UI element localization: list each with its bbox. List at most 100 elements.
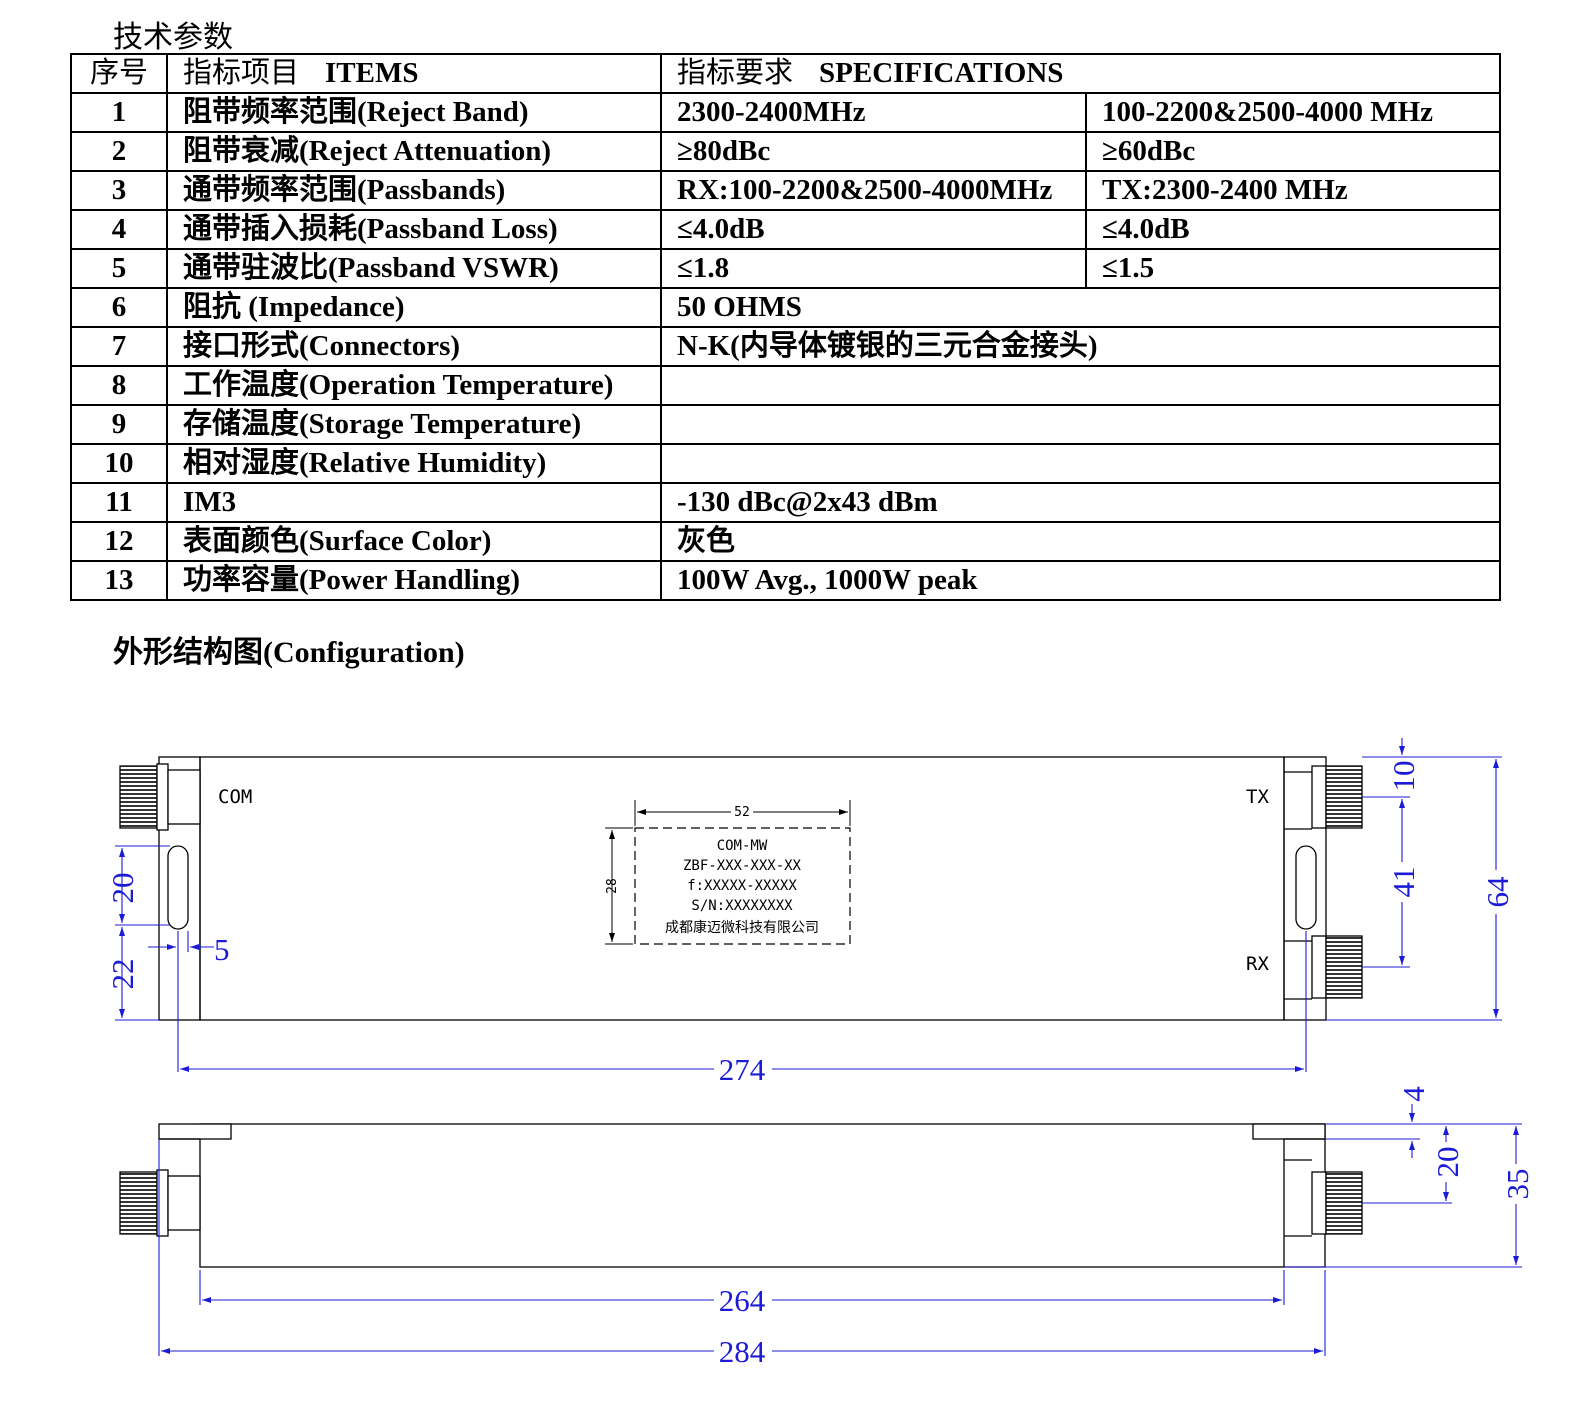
- dim-4: 4: [1396, 1086, 1431, 1102]
- side-com-connector-icon: [119, 1169, 201, 1237]
- product-label: 52 28 COM-MW ZBF-XXX-XXX-XX f:XXXXX-XXXX…: [605, 800, 851, 945]
- row-item: 阻带频率范围(Reject Band): [166, 92, 662, 133]
- table-row: 5 通带驻波比(Passband VSWR) ≤1.8 ≤1.5: [70, 248, 1502, 289]
- dim-20-side: 20: [1430, 1147, 1465, 1178]
- row-spec: [659, 404, 1502, 445]
- row-spec-b: 100-2200&2500-4000 MHz: [1084, 92, 1502, 133]
- side-port-connector-icon: [1311, 1171, 1363, 1235]
- dim-22: 22: [105, 959, 140, 990]
- table-row: 13 功率容量(Power Handling) 100W Avg., 1000W…: [70, 560, 1502, 601]
- table-row: 6 阻抗 (Impedance) 50 OHMS: [70, 287, 1502, 328]
- right-mounting-slot: [1295, 845, 1317, 930]
- dim-64: 64: [1480, 876, 1515, 908]
- dim-264: 264: [719, 1283, 766, 1318]
- dim-41: 41: [1386, 867, 1421, 898]
- table-row: 11 IM3 -130 dBc@2x43 dBm: [70, 482, 1502, 523]
- table-row: 2 阻带衰减(Reject Attenuation) ≥80dBc ≥60dBc: [70, 131, 1502, 172]
- top-view-dimensions: [115, 738, 1502, 1072]
- label-line-2: ZBF-XXX-XXX-XX: [683, 858, 802, 874]
- header-items-en: ITEMS: [325, 57, 419, 89]
- row-spec: 100W Avg., 1000W peak: [659, 560, 1502, 601]
- row-no: 7: [70, 326, 168, 367]
- dim-10: 10: [1386, 761, 1421, 792]
- dim-284: 284: [719, 1334, 766, 1369]
- port-com-label: COM: [218, 786, 252, 808]
- row-no: 6: [70, 287, 168, 328]
- row-spec-a: ≥80dBc: [660, 131, 1087, 172]
- header-items-cn: 指标项目: [183, 57, 300, 89]
- com-connector-icon: [119, 763, 201, 831]
- row-item: 功率容量(Power Handling): [166, 560, 662, 601]
- rx-connector-icon: [1311, 935, 1363, 999]
- row-item: 通带驻波比(Passband VSWR): [166, 248, 662, 289]
- header-no: 序号: [70, 53, 168, 94]
- table-row: 10 相对湿度(Relative Humidity): [70, 443, 1502, 484]
- row-spec-a: ≤4.0dB: [660, 209, 1087, 250]
- row-spec-a: ≤1.8: [660, 248, 1087, 289]
- dim-35: 35: [1500, 1169, 1535, 1200]
- row-no: 3: [70, 170, 168, 211]
- row-no: 4: [70, 209, 168, 250]
- row-item: 阻抗 (Impedance): [166, 287, 662, 328]
- section-title: 技术参数: [113, 21, 233, 54]
- label-line-1: COM-MW: [717, 838, 768, 854]
- right-mounting-flange: [1283, 756, 1327, 1021]
- row-item: 通带插入损耗(Passband Loss): [166, 209, 662, 250]
- row-spec: 灰色: [659, 521, 1502, 562]
- label-line-5: 成都康迈微科技有限公司: [665, 919, 819, 936]
- top-view: [158, 756, 1327, 1021]
- row-no: 2: [70, 131, 168, 172]
- side-view: [158, 1123, 1326, 1268]
- port-tx-label: TX: [1246, 786, 1269, 808]
- label-width-dim: 52: [734, 805, 750, 820]
- dim-274: 274: [719, 1052, 766, 1087]
- row-item: 相对湿度(Relative Humidity): [166, 443, 662, 484]
- row-item: 接口形式(Connectors): [166, 326, 662, 367]
- header-specs-cn: 指标要求: [677, 57, 794, 89]
- right-flange-profile: [1252, 1123, 1326, 1140]
- table-row: 7 接口形式(Connectors) N-K(内导体镀银的三元合金接头): [70, 326, 1502, 367]
- port-rx-label: RX: [1246, 953, 1269, 975]
- row-no: 1: [70, 92, 168, 133]
- left-mounting-flange: [158, 756, 201, 1021]
- label-line-4: S/N:XXXXXXXX: [691, 898, 793, 914]
- table-row: 4 通带插入损耗(Passband Loss) ≤4.0dB ≤4.0dB: [70, 209, 1502, 250]
- row-spec-b: ≤1.5: [1084, 248, 1502, 289]
- header-items: 指标项目 ITEMS: [166, 53, 662, 94]
- table-row: 3 通带频率范围(Passbands) RX:100-2200&2500-400…: [70, 170, 1502, 211]
- label-height-dim: 28: [605, 878, 620, 894]
- table-header-row: 序号 指标项目 ITEMS 指标要求 SPECIFICATIONS: [70, 53, 1502, 94]
- row-spec: [659, 365, 1502, 406]
- row-spec: 50 OHMS: [659, 287, 1502, 328]
- dim-5: 5: [214, 932, 230, 967]
- row-item: 表面颜色(Surface Color): [166, 521, 662, 562]
- tx-connector-icon: [1311, 765, 1363, 829]
- row-item: 工作温度(Operation Temperature): [166, 365, 662, 406]
- side-view-body: [199, 1123, 1326, 1268]
- row-no: 12: [70, 521, 168, 562]
- row-spec: [659, 443, 1502, 484]
- row-spec-a: 2300-2400MHz: [660, 92, 1087, 133]
- spec-table: 序号 指标项目 ITEMS 指标要求 SPECIFICATIONS 1 阻带频率范围…: [70, 53, 1502, 601]
- table-row: 8 工作温度(Operation Temperature): [70, 365, 1502, 406]
- configuration-title: 外形结构图(Configuration): [113, 636, 465, 669]
- row-no: 10: [70, 443, 168, 484]
- row-item: 存储温度(Storage Temperature): [166, 404, 662, 445]
- left-mounting-slot: [167, 845, 189, 930]
- table-row: 12 表面颜色(Surface Color) 灰色: [70, 521, 1502, 562]
- row-no: 13: [70, 560, 168, 601]
- table-row: 9 存储温度(Storage Temperature): [70, 404, 1502, 445]
- row-spec-b: ≥60dBc: [1084, 131, 1502, 172]
- row-no: 5: [70, 248, 168, 289]
- row-no: 11: [70, 482, 168, 523]
- row-spec: -130 dBc@2x43 dBm: [659, 482, 1502, 523]
- header-specs-en: SPECIFICATIONS: [819, 57, 1064, 89]
- row-spec-a: RX:100-2200&2500-4000MHz: [660, 170, 1087, 211]
- row-no: 8: [70, 365, 168, 406]
- row-item: IM3: [166, 482, 662, 523]
- row-item: 通带频率范围(Passbands): [166, 170, 662, 211]
- row-spec-b: ≤4.0dB: [1084, 209, 1502, 250]
- left-flange-profile: [158, 1123, 232, 1140]
- table-row: 1 阻带频率范围(Reject Band) 2300-2400MHz 100-2…: [70, 92, 1502, 133]
